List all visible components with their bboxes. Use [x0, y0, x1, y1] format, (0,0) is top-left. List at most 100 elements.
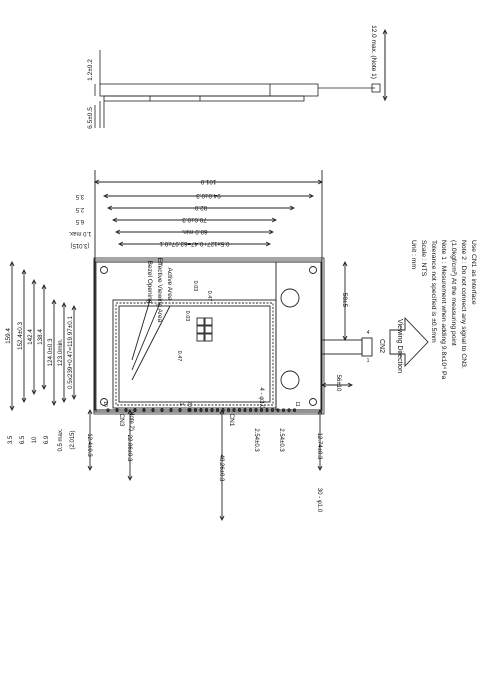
- left-dimension-label: 124.0±0.3: [47, 338, 54, 366]
- bottom-dimension-label: 48.26±0.3: [218, 455, 224, 482]
- arrow-head: [31, 278, 37, 285]
- side-thickness-label: 12.0 max. (Note 1): [370, 25, 377, 79]
- pin-hole: [276, 408, 280, 412]
- pitch-label: 2.54±0.3: [278, 428, 284, 452]
- mounting-hole: [100, 398, 108, 406]
- arrow-head: [347, 382, 354, 388]
- pin-label: 11: [294, 401, 300, 406]
- arrow-head: [41, 283, 47, 290]
- arrow-head: [268, 229, 275, 235]
- arrow-head: [127, 475, 133, 482]
- arrow-head: [51, 298, 57, 305]
- pin-hole: [133, 408, 137, 412]
- pin-hole: [254, 408, 258, 412]
- effective-viewing-rect: [115, 302, 274, 406]
- mounting-hole: [309, 266, 317, 274]
- board-rect: [95, 262, 322, 410]
- pin-hole: [292, 408, 297, 412]
- cn1-label: CN1: [228, 413, 235, 426]
- side-bezel-label: 6.5±0.5: [87, 107, 94, 129]
- pixel-detail-label: 0.47: [206, 291, 212, 302]
- left-dimension-label: 138.4: [37, 329, 44, 345]
- arrow-head: [308, 193, 315, 199]
- pin-hole: [215, 408, 220, 412]
- left-dimension-label: 159.4: [5, 328, 12, 344]
- arrow-head: [317, 408, 323, 415]
- note-line: Unit : mm: [410, 240, 417, 269]
- top-dimension-label: 70.0±0.3: [182, 216, 207, 223]
- bezel-callout: Bezel Opening: [146, 261, 153, 304]
- left-dimension-label: 0.5x239+0.47=119.97±0.1: [67, 315, 74, 389]
- module-board-outline: [94, 261, 323, 411]
- arrow-head: [219, 515, 225, 522]
- leader-line: [131, 305, 171, 381]
- mounting-hole: [309, 398, 317, 406]
- top-dimension-label: 94.0±0.3: [196, 192, 221, 199]
- arrow-head: [9, 405, 15, 412]
- pin-hole: [124, 408, 128, 412]
- bottom-left-label: 6.5: [20, 435, 26, 444]
- pixel-detail-label: 0.03: [192, 281, 198, 292]
- mounting-hole-label: 4 - φ3.0: [258, 388, 264, 410]
- bottom-left-label: 0.5 max.: [58, 428, 64, 451]
- arrow-head: [106, 205, 113, 211]
- lamp-bump: [280, 370, 300, 390]
- eva-callout: Effective Viewing Area: [156, 258, 163, 323]
- pin-hole: [281, 408, 286, 412]
- lcd-board: [95, 262, 321, 410]
- arrow-head: [317, 465, 323, 472]
- pixel-detail-label: 0.03: [184, 311, 190, 322]
- pcb-board: [94, 260, 322, 412]
- pin-hole: [188, 408, 192, 412]
- arrow-head: [382, 28, 388, 35]
- module-board: [95, 262, 322, 410]
- cn2-pin-label: 4: [367, 330, 370, 336]
- pin-label: 10: [102, 401, 108, 407]
- top-dimension-label: 82.0: [194, 204, 207, 211]
- arrow-head: [71, 304, 77, 311]
- arrow-head: [51, 400, 57, 407]
- note-line: Note 2 : Do not connect any signal to CN…: [460, 240, 467, 369]
- note-line: (1.0kgf/cm²) At the measuring point: [450, 240, 457, 346]
- note-line: Note 1 : Mesurement when adding 9.8x10⁴ …: [440, 240, 447, 380]
- cn2-connector: [361, 337, 373, 357]
- left-dimension-label: 123.0min.: [57, 338, 64, 366]
- side-panel-label: 1.2±0.2: [87, 59, 94, 81]
- top-dimension-label: 0.5x127+0.47=63.97±0.1: [159, 240, 229, 247]
- bottom-left-label: 6.9: [44, 435, 50, 444]
- offset-label: 3.5: [75, 193, 84, 199]
- left-dimension-label: 142.4: [27, 329, 34, 345]
- module-outline: [95, 261, 323, 413]
- viewing-arrow: [389, 316, 429, 368]
- arrow-head: [271, 217, 278, 223]
- cn2-pin-label: 1: [367, 358, 370, 364]
- leader-line: [131, 302, 161, 371]
- pin-hole: [115, 408, 119, 412]
- bezel-opening: [113, 300, 273, 400]
- leader-line: [131, 299, 151, 361]
- cn3-note: (Note 2): [128, 409, 134, 431]
- pcb-outline: [93, 257, 325, 415]
- offset-label: 2.5: [75, 206, 84, 212]
- arrow-head: [9, 260, 15, 267]
- pin-hole: [232, 408, 236, 412]
- cn2-label: CN2: [378, 339, 385, 353]
- lcd-module-body: [95, 262, 321, 410]
- pin-hole: [259, 408, 264, 412]
- pin-label: 20: [186, 401, 192, 407]
- bezel-opening-rect: [112, 299, 277, 409]
- bottom-left-label: 3.5: [8, 435, 14, 444]
- pin-hole: [210, 408, 214, 412]
- pixel-square: [196, 317, 205, 326]
- pixel-square: [204, 333, 213, 342]
- lamp-bump: [280, 288, 300, 308]
- pin-hole: [106, 408, 110, 412]
- board-outline: [94, 260, 322, 412]
- arrow-head: [41, 384, 47, 391]
- arrow-head: [342, 335, 348, 342]
- bottom-dimension-label: 22.86±0.3: [126, 435, 132, 462]
- arrow-head: [320, 382, 327, 388]
- pin-hole: [178, 408, 182, 412]
- arrow-head: [31, 389, 37, 396]
